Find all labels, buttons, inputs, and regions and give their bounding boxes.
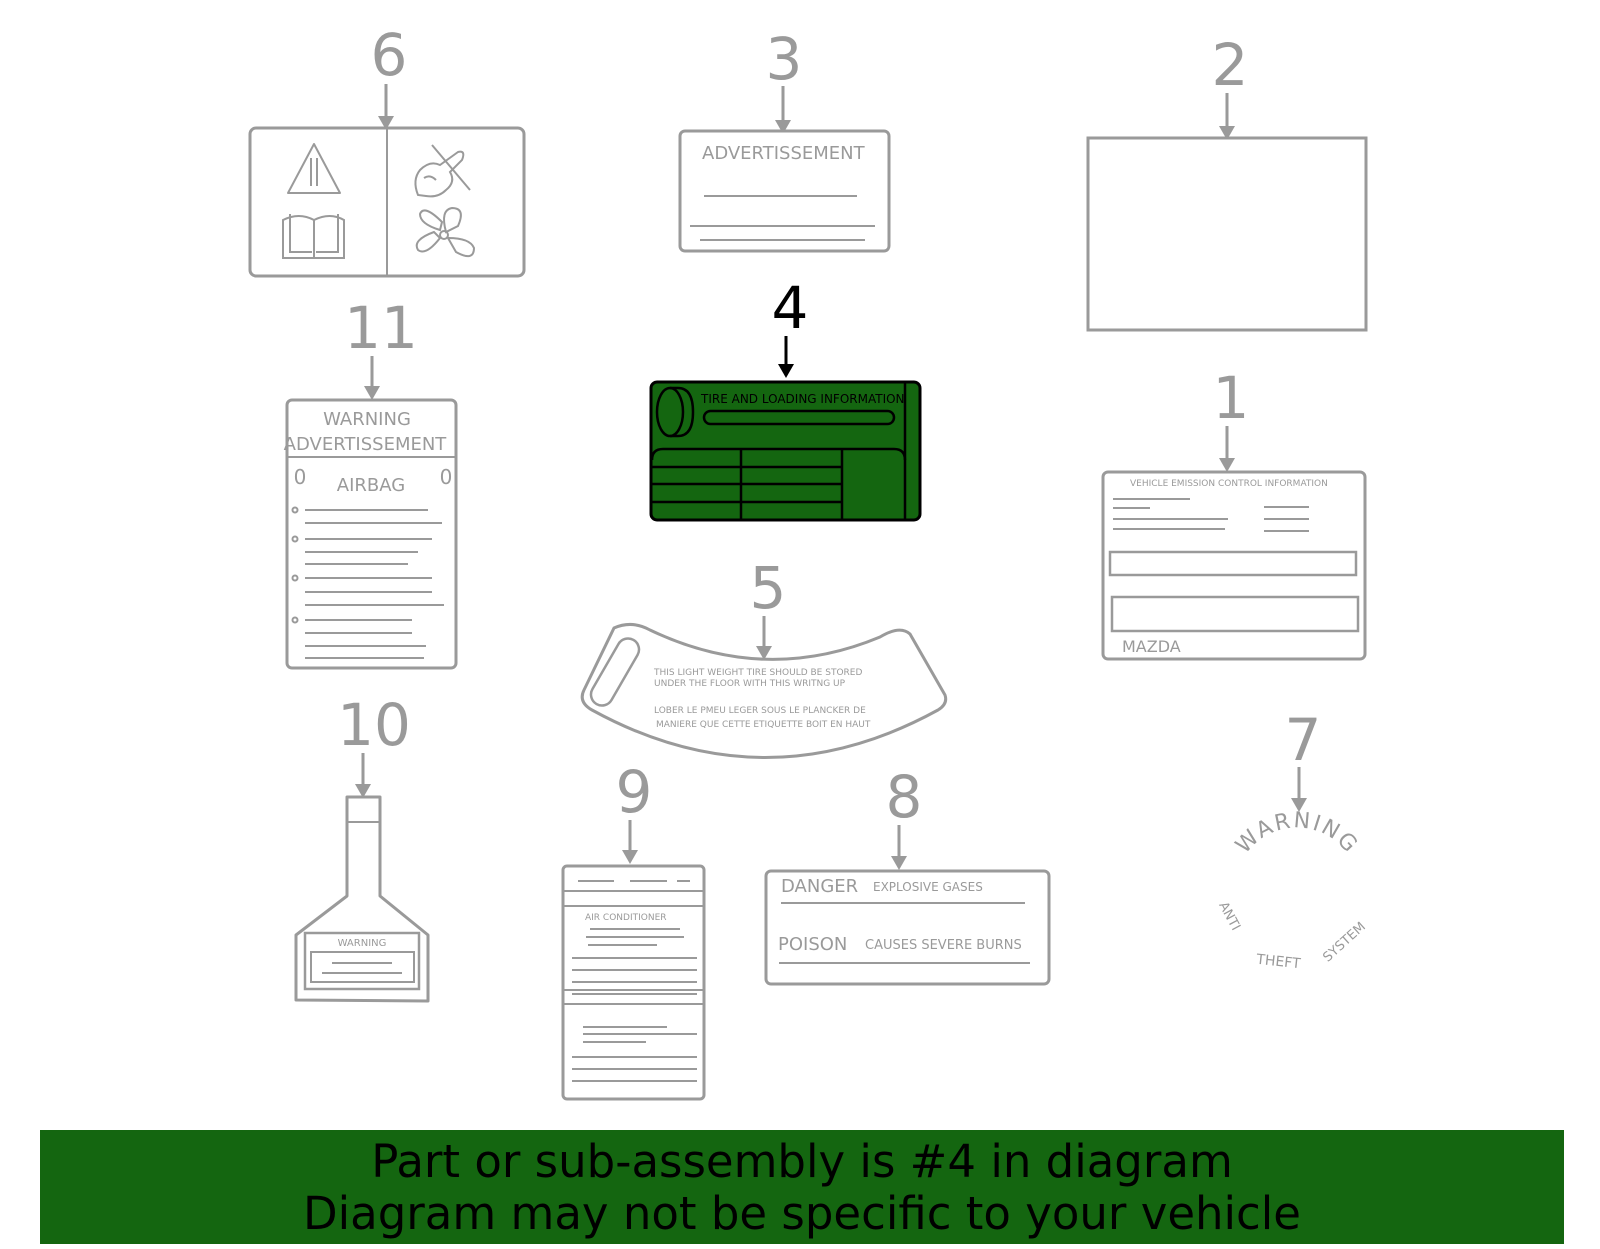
label-5-slot [589,637,641,707]
label-10-inner [310,951,415,983]
callout-number-1: 1 [1213,364,1250,432]
arrowhead-6 [378,116,394,130]
label-9-text-lines [572,928,697,995]
label-2-frame [1086,136,1368,332]
fan-icon [415,206,476,258]
arrowhead-11 [364,386,380,400]
no-hand-icon [414,144,471,198]
warning-triangle-icon [287,143,341,194]
label-10-title: WARNING [338,938,387,949]
callout-number-11: 11 [344,294,418,362]
arrowhead-4 [778,364,794,378]
label-1-field [1108,550,1358,577]
label-1-text-lines [1113,498,1309,532]
part-2[interactable]: 2 [1086,31,1368,332]
part-6[interactable]: 6 [248,21,526,278]
part-11[interactable]: 11 WARNING ADVERTISSEMENT 0 0 AIRBAG [284,294,458,670]
label-11-text-lines [291,506,444,659]
label-5-fr-1: LOBER LE PMEU LEGER SOUS LE PLANCKER DE [654,706,866,716]
label-11-o-left: 0 [294,465,307,489]
label-11-frame [285,398,458,670]
part-8[interactable]: 8 DANGER EXPLOSIVE GASES POISON CAUSES S… [764,763,1051,986]
label-8-frame [764,869,1051,986]
label-5-frame [580,623,948,759]
arrowhead-9 [622,850,638,864]
label-8-danger: DANGER [781,876,858,897]
label-8-poison: POISON [778,934,847,955]
callout-number-9: 9 [616,758,653,826]
label-10-panel [303,931,421,991]
tire-icon [655,386,695,438]
callout-number-3: 3 [766,25,803,93]
label-11-warning: WARNING [323,409,411,430]
part-info-banner: Part or sub-assembly is #4 in diagram Di… [40,1130,1564,1244]
label-9-text-lines [572,1026,697,1082]
arrowhead-7 [1291,798,1307,812]
arrowhead-8 [891,856,907,870]
callout-number-10: 10 [337,691,411,759]
callout-number-6: 6 [371,21,408,89]
label-3-frame [678,129,891,253]
callout-number-2: 2 [1212,31,1249,99]
callout-number-8: 8 [886,763,923,831]
arrowhead-5 [756,646,772,660]
label-11-o-right: 0 [440,465,453,489]
part-10[interactable]: 10 WARNING [294,691,430,1003]
part-3[interactable]: 3 ADVERTISSEMENT [678,25,891,253]
arrowhead-1 [1219,458,1235,472]
label-10-frame [294,795,430,1003]
arrowhead-2 [1219,126,1235,140]
label-4-bar [702,409,896,426]
part-7[interactable]: 7 WARNING ANTI THEFT SYSTEM [1215,706,1369,972]
label-1-title: VEHICLE EMISSION CONTROL INFORMATION [1130,479,1328,489]
label-8-danger-text: EXPLOSIVE GASES [873,880,983,894]
part-1[interactable]: 1 VEHICLE EMISSION CONTROL INFORMATION M… [1101,364,1367,661]
callout-number-4: 4 [772,274,809,342]
label-1-field [1110,595,1360,633]
part-5[interactable]: 5 THIS LIGHT WEIGHT TIRE SHOULD BE STORE… [580,554,948,759]
label-9-title: AIR CONDITIONER [585,913,667,923]
badge-7-warning: WARNING [1231,808,1363,859]
label-11-airbag: AIRBAG [337,475,405,496]
label-11-advertissement: ADVERTISSEMENT [284,434,448,455]
badge-7-theft: THEFT [1255,952,1302,973]
arrowhead-10 [355,784,371,798]
label-8-poison-text: CAUSES SEVERE BURNS [865,938,1022,953]
label-5-en-2: UNDER THE FLOOR WITH THIS WRITNG UP [654,679,846,689]
callout-number-5: 5 [750,554,787,622]
label-1-brand: MAZDA [1122,637,1181,656]
label-5-fr-2: MANIERE QUE CETTE ETIQUETTE BOIT EN HAUT [656,720,871,730]
label-5-en-1: THIS LIGHT WEIGHT TIRE SHOULD BE STORED [653,668,862,678]
badge-7-system: SYSTEM [1320,919,1369,965]
manual-book-icon [282,214,345,259]
label-3-title: ADVERTISSEMENT [702,143,866,164]
label-4-table [650,447,907,519]
part-4[interactable]: 4 TIRE AND LOADING INFORMATION [649,274,922,522]
label-4-frame [649,380,922,522]
arrowhead-3 [775,120,791,134]
banner-line-1: Part or sub-assembly is #4 in diagram [371,1135,1233,1188]
label-4-title: TIRE AND LOADING INFORMATION [700,392,905,406]
banner-line-2: Diagram may not be specific to your vehi… [303,1187,1301,1240]
badge-7-anti: ANTI [1215,899,1243,933]
callout-number-7: 7 [1285,706,1322,774]
part-9[interactable]: 9 AIR CONDITIONER [561,758,706,1101]
